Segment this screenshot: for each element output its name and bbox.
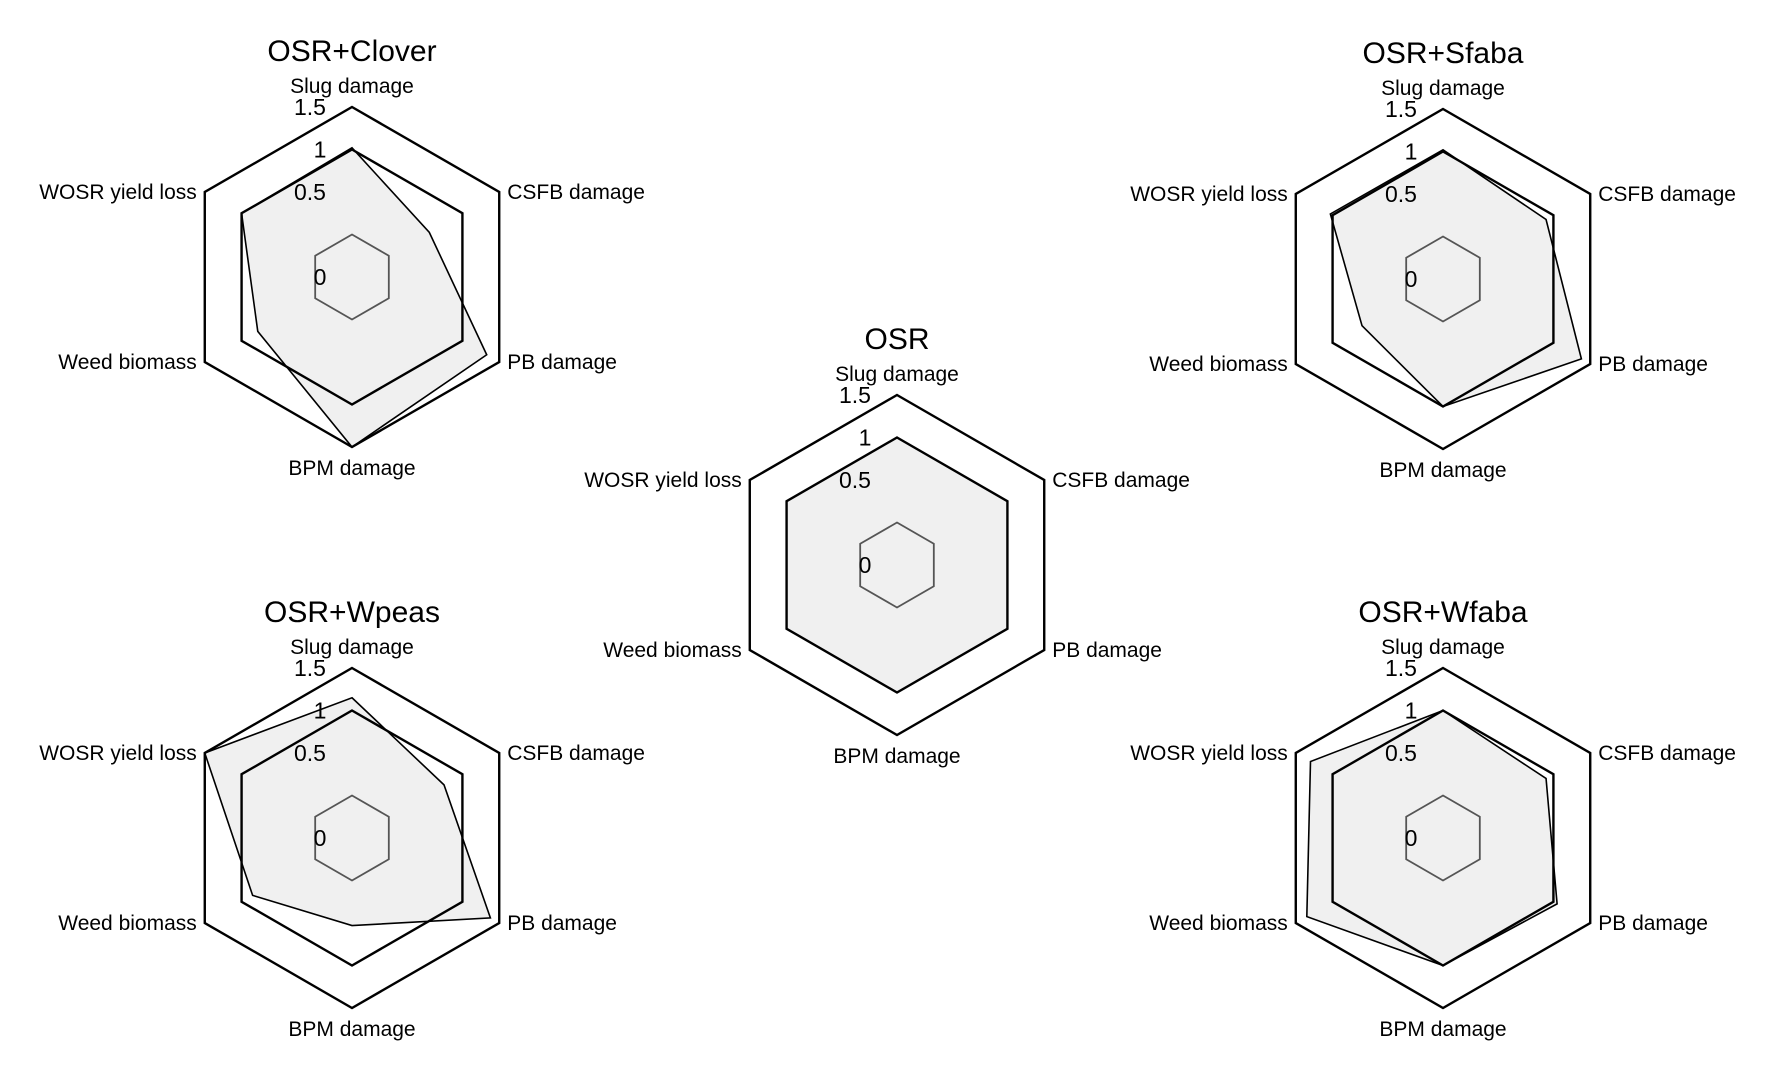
tick-label-1-5: 1.5 (294, 655, 326, 681)
axis-label-bpm-damage: BPM damage (288, 457, 415, 480)
axis-label-bpm-damage: BPM damage (1379, 1018, 1506, 1041)
axis-label-bpm-damage: BPM damage (833, 745, 960, 768)
axis-label-bpm-damage: BPM damage (288, 1018, 415, 1041)
ring-1-5 (1294, 107, 1592, 451)
axis-label-wosr-yield-loss: WOSR yield loss (1130, 742, 1288, 765)
axis-label-slug-damage: Slug damage (1381, 77, 1505, 100)
axis-label-wosr-yield-loss: WOSR yield loss (39, 742, 197, 765)
tick-label-0: 0 (1405, 825, 1418, 851)
tick-label-0-5: 0.5 (294, 179, 326, 205)
axis-label-slug-damage: Slug damage (290, 636, 414, 659)
tick-label-1-5: 1.5 (839, 382, 871, 408)
axis-label-csfb-damage: CSFB damage (507, 742, 645, 765)
axis-label-pb-damage: PB damage (1598, 912, 1708, 935)
axis-label-weed-biomass: Weed biomass (603, 639, 742, 662)
chart-title: OSR+Wpeas (264, 596, 440, 629)
axis-label-slug-damage: Slug damage (1381, 636, 1505, 659)
tick-label-1: 1 (1405, 139, 1418, 165)
tick-label-0: 0 (314, 264, 327, 290)
tick-label-1: 1 (859, 425, 872, 451)
axis-label-pb-damage: PB damage (1052, 639, 1162, 662)
tick-label-1-5: 1.5 (1385, 655, 1417, 681)
tick-label-1-5: 1.5 (294, 94, 326, 120)
ring-0 (314, 794, 390, 882)
ring-1 (240, 709, 464, 967)
tick-label-0-5: 0.5 (1385, 181, 1417, 207)
ring-0 (1405, 235, 1481, 323)
axis-label-csfb-damage: CSFB damage (1598, 742, 1736, 765)
chart-title: OSR+Wfaba (1358, 596, 1528, 629)
tick-label-0: 0 (1405, 266, 1418, 292)
data-polygon (1329, 148, 1583, 408)
axis-label-pb-damage: PB damage (507, 351, 617, 374)
axis-label-wosr-yield-loss: WOSR yield loss (584, 469, 742, 492)
axis-label-csfb-damage: CSFB damage (1598, 183, 1736, 206)
ring-0 (314, 233, 390, 321)
axis-label-bpm-damage: BPM damage (1379, 459, 1506, 482)
axis-label-pb-damage: PB damage (1598, 353, 1708, 376)
axis-label-weed-biomass: Weed biomass (58, 351, 197, 374)
axis-label-wosr-yield-loss: WOSR yield loss (39, 181, 197, 204)
ring-0 (859, 521, 935, 609)
axis-label-weed-biomass: Weed biomass (1149, 912, 1288, 935)
chart-title: OSR+Clover (267, 35, 436, 68)
chart-title: OSR (864, 323, 929, 356)
tick-label-1: 1 (314, 698, 327, 724)
data-polygon (203, 696, 492, 927)
data-polygon (1306, 709, 1558, 967)
tick-label-1-5: 1.5 (1385, 96, 1417, 122)
tick-label-0-5: 0.5 (1385, 740, 1417, 766)
axis-label-slug-damage: Slug damage (290, 75, 414, 98)
tick-label-0-5: 0.5 (839, 467, 871, 493)
axis-label-weed-biomass: Weed biomass (1149, 353, 1288, 376)
axis-label-weed-biomass: Weed biomass (58, 912, 197, 935)
tick-label-0-5: 0.5 (294, 740, 326, 766)
chart-title: OSR+Sfaba (1363, 37, 1524, 70)
axis-label-csfb-damage: CSFB damage (507, 181, 645, 204)
data-polygon (785, 436, 1009, 694)
ring-1-5 (748, 393, 1046, 737)
axis-label-wosr-yield-loss: WOSR yield loss (1130, 183, 1288, 206)
tick-label-0: 0 (314, 825, 327, 851)
axis-label-pb-damage: PB damage (507, 912, 617, 935)
axis-label-csfb-damage: CSFB damage (1052, 469, 1190, 492)
tick-label-1: 1 (314, 137, 327, 163)
ring-0 (1405, 794, 1481, 882)
axis-label-slug-damage: Slug damage (835, 363, 959, 386)
ring-1-5 (1294, 666, 1592, 1010)
tick-label-1: 1 (1405, 698, 1418, 724)
tick-label-0: 0 (859, 552, 872, 578)
